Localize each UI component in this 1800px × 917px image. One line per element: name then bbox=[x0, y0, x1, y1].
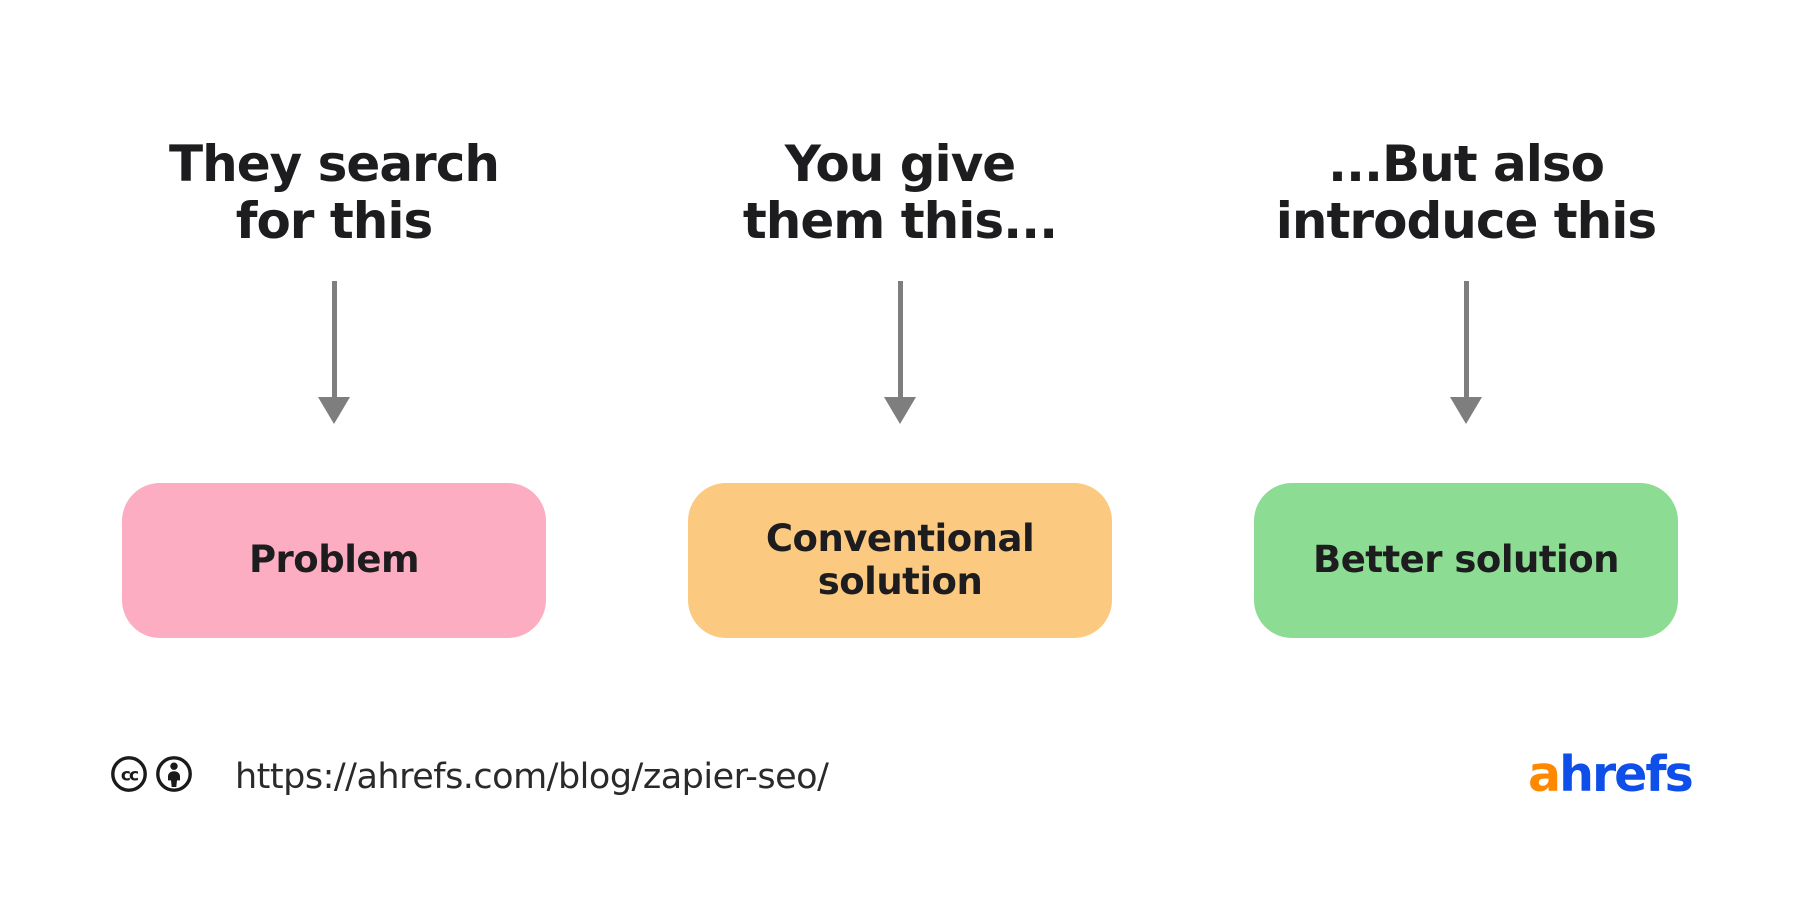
heading-line: You give bbox=[784, 134, 1016, 193]
conventional-solution-box: Conventional solution bbox=[688, 483, 1112, 638]
source-url: https://ahrefs.com/blog/zapier-seo/ bbox=[235, 757, 829, 797]
column-heading-problem: They search for this bbox=[104, 134, 564, 250]
heading-line: ...But also bbox=[1328, 134, 1605, 193]
ahrefs-logo-a: a bbox=[1528, 746, 1561, 803]
heading-line: introduce this bbox=[1275, 191, 1657, 250]
arrow-shaft bbox=[1463, 281, 1469, 397]
column-heading-better: ...But also introduce this bbox=[1236, 134, 1696, 250]
column-conventional-solution: You give them this... Conventional solut… bbox=[685, 0, 1115, 917]
column-problem: They search for this Problem bbox=[119, 0, 549, 917]
arrow-shaft bbox=[331, 281, 337, 397]
svg-text:cc: cc bbox=[121, 766, 138, 786]
attribution-icon bbox=[156, 756, 192, 792]
license-badge: cc bbox=[110, 755, 193, 793]
arrow-head bbox=[1450, 397, 1482, 424]
down-arrow-icon bbox=[884, 281, 916, 424]
problem-box: Problem bbox=[122, 483, 546, 638]
better-solution-box: Better solution bbox=[1254, 483, 1678, 638]
down-arrow-icon bbox=[318, 281, 350, 424]
ahrefs-logo: ahrefs bbox=[1528, 746, 1694, 803]
arrow-head bbox=[884, 397, 916, 424]
down-arrow-icon bbox=[1450, 281, 1482, 424]
ahrefs-logo-hrefs: hrefs bbox=[1559, 746, 1694, 803]
heading-line: them this... bbox=[742, 191, 1058, 250]
arrow-shaft bbox=[897, 281, 903, 397]
column-heading-conventional: You give them this... bbox=[670, 134, 1130, 250]
heading-line: for this bbox=[235, 191, 434, 250]
cc-icon: cc bbox=[111, 756, 147, 792]
arrow-head bbox=[318, 397, 350, 424]
column-better-solution: ...But also introduce this Better soluti… bbox=[1251, 0, 1681, 917]
heading-line: They search bbox=[169, 134, 500, 193]
